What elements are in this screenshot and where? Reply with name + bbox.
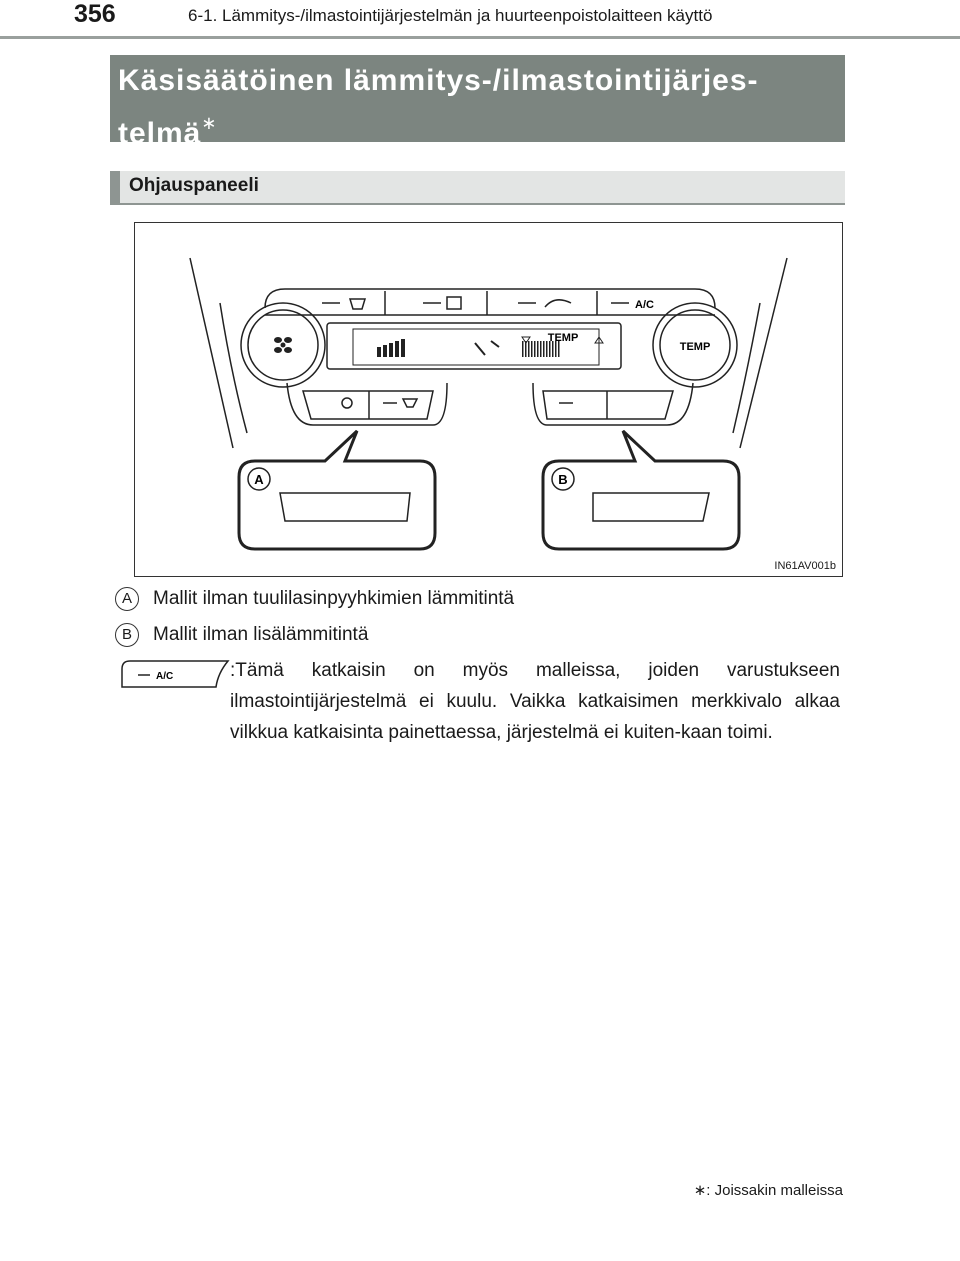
fan-icon [274,337,292,353]
callout-b-label: B [558,472,567,487]
legend-text-b: Mallit ilman lisälämmitintä [153,624,369,646]
callout-a-label: A [254,472,264,487]
page-number: 356 [74,0,116,28]
page-title: Käsisäätöinen lämmitys-/ilmastointijärje… [118,59,838,155]
note-text: :Tämä katkaisin on myös malleissa, joide… [230,660,840,743]
header-rule [0,36,960,39]
control-panel-illustration: A/C TEMP TEMP [189,257,788,551]
title-box: Käsisäätöinen lämmitys-/ilmastointijärje… [110,55,845,150]
section-bar: Ohjauspaneeli [110,171,845,205]
legend-letter-a: A [115,587,139,611]
display-temp-label: TEMP [548,332,579,344]
legend-item-a: A Mallit ilman tuulilasinpyyhkimien lämmi… [115,587,514,611]
title-mark: ∗ [201,113,218,133]
control-panel-figure: A/C TEMP TEMP [134,222,843,577]
footnote-mark: ∗ [693,1182,707,1199]
title-line-1: Käsisäätöinen lämmitys-/ilmastointijärje… [118,64,759,97]
footnote-text: : Joissakin malleissa [706,1182,843,1199]
footnote: ∗: Joissakin malleissa [694,1181,843,1199]
figure-code: IN61AV001b [774,560,836,572]
legend-text-a: Mallit ilman tuulilasinpyyhkimien lämmit… [153,588,515,610]
ac-button-icon: A/C [121,660,230,688]
section-accent [110,171,120,205]
section-heading: Ohjauspaneeli [129,175,259,196]
legend-item-b: B Mallit ilman lisälämmitintä [115,623,368,647]
legend-letter-b: B [115,623,139,647]
ac-icon-label: A/C [156,671,173,682]
temp-knob-label: TEMP [680,341,711,353]
ac-top-label: A/C [635,299,654,311]
title-line-2: telmä [118,117,202,150]
running-head: 6-1. Lämmitys-/ilmastointijärjestelmän j… [188,6,713,25]
